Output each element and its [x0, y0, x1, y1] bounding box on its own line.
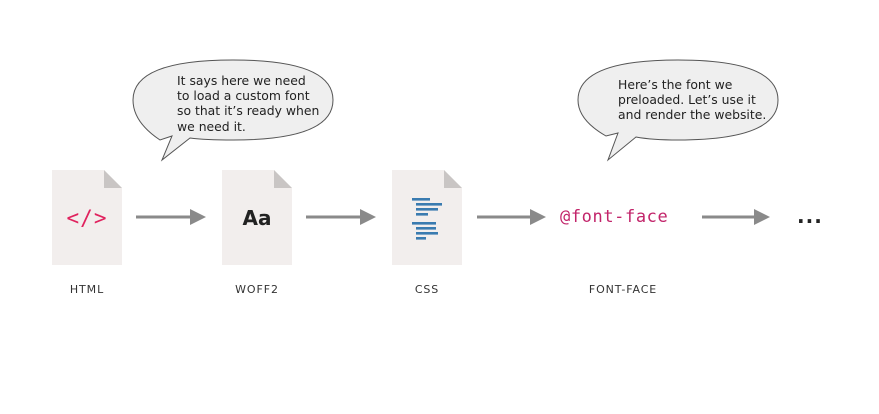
- speech-bubble-1-text: It says here we need to load a custom fo…: [177, 73, 319, 134]
- step-label-html: HTML: [69, 283, 105, 296]
- bubble-1-line: It says here we need: [177, 73, 306, 88]
- html-document: [52, 170, 122, 265]
- bubble-2-line: and render the website.: [618, 107, 767, 123]
- bubble-2-line: preloaded. Let’s use it: [618, 92, 756, 108]
- step-label-woff2: WOFF2: [235, 283, 279, 296]
- html-code-icon: </>: [66, 206, 108, 230]
- css-lines-icon: [412, 198, 442, 240]
- speech-bubble-1: [132, 59, 334, 162]
- woff2-document: [222, 170, 292, 265]
- speech-bubble-2: [577, 59, 779, 162]
- speech-bubble-2-text: Here’s the font we preloaded. Let’s use …: [618, 77, 766, 123]
- fontface-code: @font-face: [560, 207, 669, 227]
- bubble-1-line: to load a custom font: [177, 88, 310, 104]
- arrow-4: [702, 209, 770, 225]
- step-label-css: CSS: [414, 283, 440, 296]
- step-label-fontface: FONT-FACE: [588, 283, 658, 296]
- arrow-1: [136, 209, 206, 225]
- bubble-1-line: we need it.: [177, 118, 246, 134]
- css-document: [392, 170, 462, 265]
- bubble-2-line: Here’s the font we: [618, 77, 733, 92]
- font-file-icon: Aa: [242, 206, 272, 230]
- bubble-1-line: so that it’s ready when: [177, 103, 320, 119]
- arrow-3: [477, 209, 546, 225]
- arrow-2: [306, 209, 376, 225]
- continuation-ellipsis: ...: [797, 204, 823, 228]
